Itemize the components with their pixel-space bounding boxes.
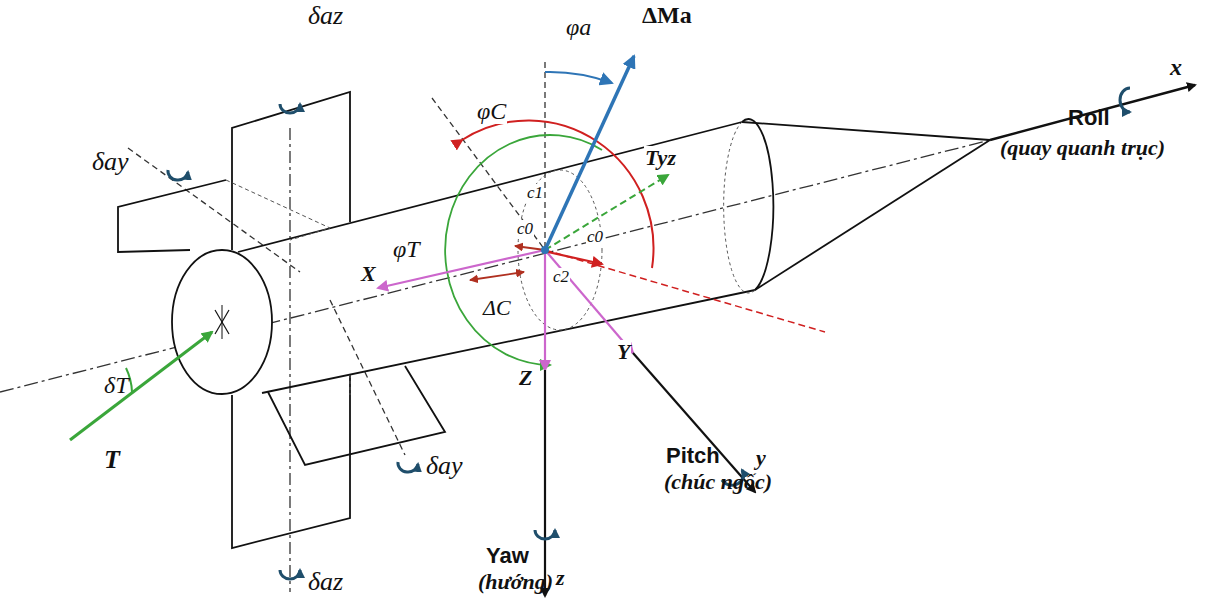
- rotation-note: (hướng): [478, 570, 553, 594]
- axis-label: x: [1170, 54, 1182, 80]
- rotation-name: Pitch: [666, 444, 720, 468]
- angle-label: δT: [104, 372, 129, 398]
- moment-label: ΔMa: [642, 2, 692, 28]
- axis-label: y: [756, 446, 766, 470]
- point-label: c1: [526, 184, 544, 203]
- angle-label: φT: [392, 236, 421, 262]
- rotation-note: (quay quanh trục): [1000, 136, 1165, 160]
- rotation-note: (chúc ngốc): [664, 470, 772, 494]
- angle-label: φC: [476, 98, 507, 124]
- axis-label: Y: [616, 340, 631, 364]
- force-label: Tyz: [644, 146, 677, 170]
- fin-deflection: δay: [426, 452, 463, 481]
- point-label: c0: [516, 220, 534, 239]
- fin-deflection: δaz: [308, 568, 343, 597]
- rotation-name: Roll: [1068, 106, 1110, 130]
- angle-label: φa: [566, 14, 591, 40]
- axis-label: X: [360, 262, 377, 286]
- axis-label: Z: [518, 366, 533, 390]
- fin-deflection: δaz: [308, 2, 343, 31]
- point-label: c2: [552, 268, 570, 287]
- offset-label: ΔC: [482, 296, 512, 320]
- thrust-label: T: [104, 446, 120, 475]
- rotation-name: Yaw: [486, 544, 529, 568]
- axis-label: z: [556, 566, 565, 590]
- point-label: c0: [586, 228, 604, 247]
- fin-deflection: δay: [92, 148, 129, 177]
